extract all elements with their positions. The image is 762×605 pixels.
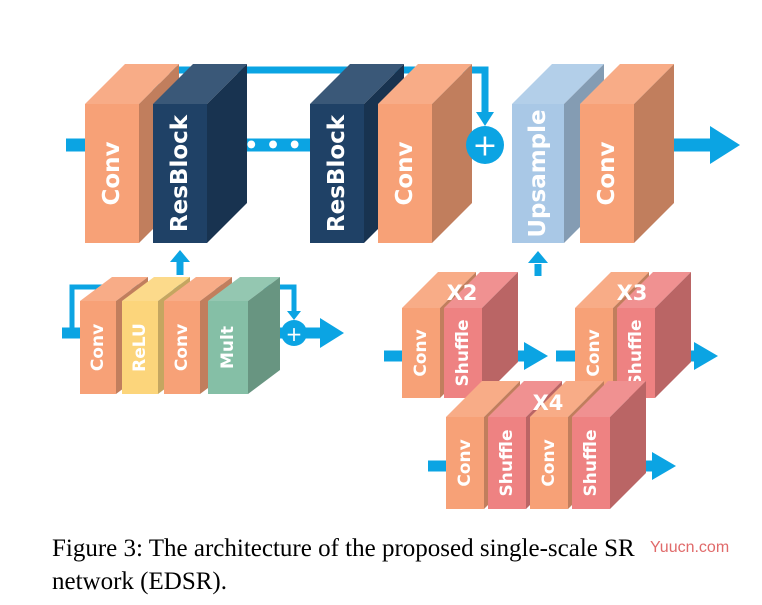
main-plus-node: + [466, 126, 504, 164]
upsample-x4-block-2-shuffle-front-face [488, 417, 526, 509]
main-block-5-upsample-front-face [512, 104, 564, 243]
main-block-3-resblock-top-face [310, 64, 404, 104]
main-block-5-upsample-label: Upsample [525, 109, 551, 237]
main-block-5-upsample-top-face [512, 64, 604, 104]
upsample-x4-block-1-conv-front-face [446, 417, 484, 509]
main-plus-node-circle [466, 126, 504, 164]
upsample-x2-scale-label: X2 [447, 281, 478, 305]
upsample-detail-up-arrowhead [528, 251, 548, 263]
caption-line-2: network (EDSR). [52, 568, 227, 595]
resblock-detail-1-conv-top-face [80, 277, 148, 301]
resblock-detail-4-mult: Mult [208, 277, 280, 394]
resblock-detail-4-mult-front-face [208, 301, 248, 394]
main-block-6-conv-top-face [580, 64, 674, 104]
upsample-x4-block-3-conv-top-face [530, 381, 604, 417]
upsample-x2-block-1-conv-front-face [402, 308, 440, 398]
caption-line-1: Figure 3: The architecture of the propos… [52, 535, 635, 562]
output-arrowhead [710, 126, 740, 164]
resblock-detail-1-conv-front-face [80, 301, 116, 394]
resblock-detail-2-relu-front-face [122, 301, 158, 394]
main-block-2-resblock-top-face [153, 64, 247, 104]
resblock-detail-1-conv-label: Conv [88, 324, 108, 371]
main-block-4-conv-top-face [378, 64, 472, 104]
upsample-x4-block-4-shuffle-top-face [572, 381, 646, 417]
upsample-x4-scale-label: X4 [533, 391, 564, 415]
resblock-skip-arrowhead [287, 311, 301, 320]
main-block-6-conv-front-face [580, 104, 634, 243]
resblock-detail-4-mult-side-face [248, 277, 280, 394]
main-plus-node-symbol: + [472, 129, 497, 164]
upsample-x3-block-2-shuffle-side-face [655, 272, 691, 398]
upsample-x4-block-4-shuffle-side-face [610, 381, 646, 509]
upsample-x3-block-2-shuffle-top-face [617, 272, 691, 308]
upsample-x2-block-1-conv-top-face [402, 272, 476, 308]
upsample-x3-block-1-conv-label: Conv [584, 329, 604, 376]
upsample-x2-block-2-shuffle-side-face [482, 272, 518, 398]
upsample-x4-block-1-conv-label: Conv [455, 439, 475, 486]
upsample-x4-block-2-shuffle-top-face [488, 381, 562, 417]
upsample-x4-block-1-conv-top-face [446, 381, 520, 417]
main-block-6-conv-side-face [634, 64, 674, 243]
resblock-detail-3-conv-top-face [164, 277, 232, 301]
upsample-x2-block-1-conv-label: Conv [411, 329, 431, 376]
upsample-x3-scale-label: X3 [617, 281, 648, 305]
main-block-6-conv-label: Conv [594, 141, 620, 205]
upsample-x3-block-2-shuffle-label: Shuffle [626, 320, 646, 387]
upsample-x3-block-1-conv-top-face [575, 272, 649, 308]
upsample-x2-output-arrowhead [524, 342, 548, 370]
figure-caption: Figure 3: The architecture of the propos… [52, 532, 752, 598]
upsample-x4-block-4-shuffle-label: Shuffle [581, 430, 601, 497]
resblock-detail-2-relu-label: ReLU [130, 323, 150, 372]
upsample-x2-block-2-shuffle-label: Shuffle [453, 320, 473, 387]
main-block-4-conv-front-face [378, 104, 432, 243]
skip-connection-arrowhead [476, 112, 494, 126]
main-block-2-resblock-label: ResBlock [167, 114, 193, 232]
main-block-3-resblock-front-face [310, 104, 364, 243]
resblock-plus-node-symbol: + [286, 322, 303, 346]
main-block-1-conv-top-face [85, 64, 179, 104]
upsample-x4-block-3-conv-label: Conv [539, 439, 559, 486]
resblock-output-arrowhead [320, 318, 344, 348]
main-block-1-conv-label: Conv [99, 141, 125, 205]
upsample-x4-output-arrowhead [652, 452, 676, 480]
main-block-2-resblock: ResBlock [153, 64, 247, 243]
main-block-2-resblock-side-face [207, 64, 247, 243]
main-block-1-conv-front-face [85, 104, 139, 243]
upsample-x4-block-4-shuffle-front-face [572, 417, 610, 509]
main-block-4-conv-side-face [432, 64, 472, 243]
resblock-detail-4-mult-top-face [208, 277, 280, 301]
upsample-x4-block-3-conv-front-face [530, 417, 568, 509]
resblock-plus-node: + [281, 320, 307, 346]
resblock-detail-2-relu-top-face [122, 277, 190, 301]
resblock-detail-3-conv-front-face [164, 301, 200, 394]
main-block-2-resblock-front-face [153, 104, 207, 243]
ellipsis: • • • [244, 134, 302, 159]
main-block-6-conv: Conv [580, 64, 674, 243]
upsample-x2-block-2-shuffle-front-face [444, 308, 482, 398]
resblock-detail-3-conv-label: Conv [172, 324, 192, 371]
upsample-x4-block-2-shuffle-label: Shuffle [497, 430, 517, 497]
upsample-x2-block-2-shuffle-top-face [444, 272, 518, 308]
upsample-x4-block-4-shuffle: Shuffle [572, 381, 646, 509]
upsample-x3-output-arrowhead [694, 342, 718, 370]
main-block-4-conv: Conv [378, 64, 472, 243]
main-block-3-resblock-label: ResBlock [324, 114, 350, 232]
main-block-4-conv-label: Conv [392, 141, 418, 205]
resblock-plus-node-circle [281, 320, 307, 346]
upsample-x2-block-2-shuffle: Shuffle [444, 272, 518, 398]
resblock-detail-up-arrowhead [170, 250, 190, 262]
watermark-text: Yuucn.com [650, 539, 730, 556]
resblock-detail-4-mult-label: Mult [218, 326, 238, 369]
